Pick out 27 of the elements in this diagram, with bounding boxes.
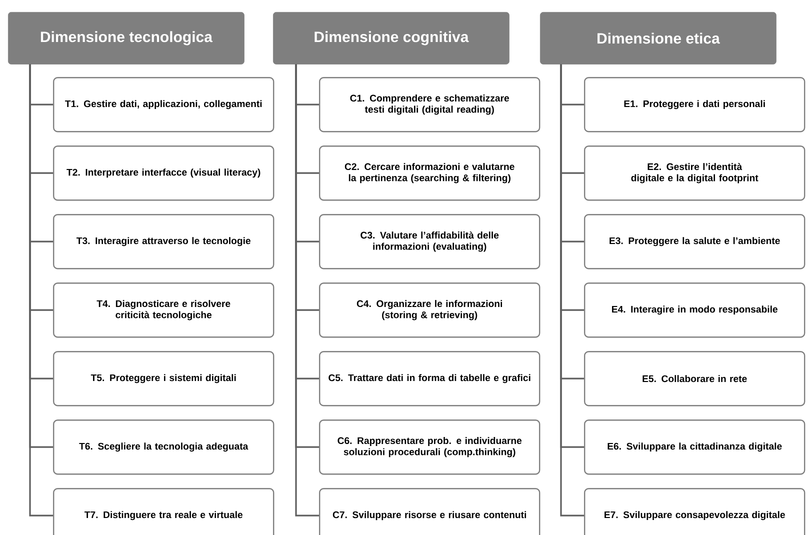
competence-box: E6. Sviluppare la cittadinanza digitale	[584, 420, 806, 475]
competence-box: C4. Organizzare le informazioni (storing & retrieving)	[319, 282, 540, 338]
competence-box: C2. Cercare informazioni e valutarne la pertinenza (searching & filtering)	[319, 146, 540, 201]
competence-box: E7. Sviluppare consapevolezza digitale	[584, 488, 806, 535]
header-box: Dimensione tecnologica	[8, 12, 244, 64]
competence-box: T4. Diagnosticare e risolvere criticità tecnologiche	[53, 282, 274, 338]
competence-box: C5. Trattare dati in forma di tabelle e grafici	[319, 351, 540, 406]
competence-box: C7. Sviluppare risorse e riusare contenuti	[319, 488, 540, 535]
competence-box: T5. Proteggere i sistemi digitali	[53, 351, 274, 406]
connector-line	[295, 64, 319, 516]
competence-box: T7. Distinguere tra reale e virtuale	[53, 488, 274, 535]
competence-box: C6. Rappresentare prob. e individuarne soluzioni procedurali (comp.thinking)	[319, 420, 540, 475]
competence-box: T6. Scegliere la tecnologia adeguata	[53, 420, 274, 475]
header-box: Dimensione cognitiva	[273, 12, 510, 64]
competence-box: C1. Comprendere e schematizzare testi digitali (digital reading)	[319, 77, 540, 132]
competence-box: C3. Valutare l’affidabilità delle informazioni (evaluating)	[319, 214, 540, 270]
competence-box: T3. Interagire attraverso le tecnologie	[53, 214, 274, 270]
competence-box: E1. Proteggere i dati personali	[584, 77, 806, 132]
competence-box: E3. Proteggere la salute e l’ambiente	[584, 214, 806, 270]
connector-line	[29, 64, 53, 516]
competence-box: E2. Gestire l’identità digitale e la digital footprint	[584, 146, 806, 201]
competence-box: T2. Interpretare interfacce (visual literacy)	[53, 146, 274, 201]
header-box: Dimensione etica	[540, 12, 776, 64]
competence-box: T1. Gestire dati, applicazioni, collegamenti	[53, 77, 274, 132]
competence-box: E5. Collaborare in rete	[584, 351, 806, 406]
competence-box: E4. Interagire in modo responsabile	[584, 282, 806, 338]
connector-line	[560, 64, 584, 516]
